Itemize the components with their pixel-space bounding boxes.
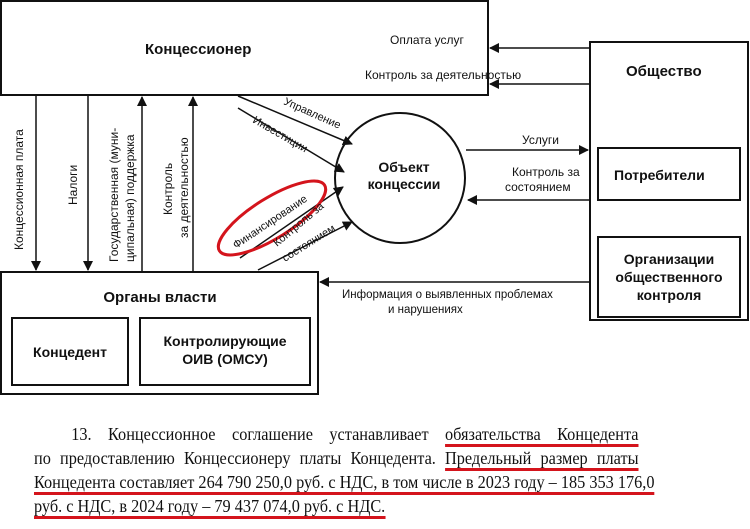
activity-control-label: Контроль за деятельностью — [365, 68, 521, 82]
authorities-label: Органы власти — [103, 289, 216, 306]
concession-fee-label: Концессионная плата — [12, 129, 26, 250]
clause-underlined: руб. с НДС, в 2024 году – 79 437 074,0 р… — [34, 496, 386, 519]
controlling-bodies-label-1: Контролирующие — [164, 333, 287, 349]
payment-label: Оплата услуг — [390, 33, 464, 47]
concession-object-circle — [334, 112, 466, 244]
clause-line-4: руб. с НДС, в 2024 году – 79 437 074,0 р… — [34, 494, 639, 519]
public-control-label-1: Организации — [624, 251, 715, 267]
services-label: Услуги — [522, 133, 559, 147]
consumers-label: Потребители — [614, 167, 705, 183]
management-label: Управление — [282, 96, 343, 132]
clause-line-3: Концедента составляет 264 790 250,0 руб.… — [34, 470, 655, 495]
controlling-bodies-box — [139, 317, 311, 386]
clause-text: по предоставлению Концессионеру платы Ко… — [34, 448, 446, 468]
problems-info-label-2: и нарушениях — [388, 304, 463, 316]
concessionaire-box — [0, 0, 489, 96]
society-state-control-label-2: состоянием — [505, 180, 571, 194]
concession-diagram: Концессионер Общество Потребители Органи… — [0, 0, 749, 395]
financing-highlight — [216, 179, 328, 257]
clause-line-1: 13. Концессионное соглашение устанавлива… — [34, 422, 639, 447]
activity-control-vertical-label-1: Контроль — [161, 163, 175, 215]
public-control-box — [597, 236, 741, 318]
taxes-label: Налоги — [66, 165, 80, 205]
society-label: Общество — [626, 63, 702, 80]
public-control-label-2: общественного — [615, 269, 722, 285]
state-support-label-1: Государственная (муни- — [107, 128, 121, 262]
controlling-bodies-label-2: ОИВ (ОМСУ) — [182, 351, 267, 367]
activity-control-vertical-label-2: за деятельностью — [177, 137, 191, 238]
investments-arrow — [237, 107, 345, 173]
clause-underlined: Концедента составляет 264 790 250,0 руб.… — [34, 472, 655, 495]
financing-arrow — [239, 186, 344, 259]
consumers-box — [597, 147, 741, 201]
clause-line-2: по предоставлению Концессионеру платы Ко… — [34, 446, 639, 471]
grantor-box — [11, 317, 129, 386]
concessionaire-label: Концессионер — [145, 41, 251, 58]
object-label-2: концессии — [368, 176, 441, 192]
clause-text: 13. Концессионное соглашение устанавлива… — [71, 424, 446, 444]
clause-underlined: Предельный размер платы — [445, 448, 639, 471]
state-control-arrow — [257, 221, 353, 271]
society-state-control-label-1: Контроль за — [512, 165, 580, 179]
problems-info-label-1: Информация о выявленных проблемах — [342, 289, 553, 301]
public-control-label-3: контроля — [637, 287, 702, 303]
agreement-clause: 13. Концессионное соглашение устанавлива… — [34, 422, 655, 519]
investments-label: Инвестиции — [251, 114, 310, 155]
object-label-1: Объект — [378, 159, 429, 175]
management-arrow — [237, 95, 353, 146]
state-support-label-2: ципальная) поддержка — [123, 134, 137, 262]
clause-underlined: обязательства Концедента — [445, 424, 639, 447]
grantor-label: Концедент — [33, 344, 107, 360]
